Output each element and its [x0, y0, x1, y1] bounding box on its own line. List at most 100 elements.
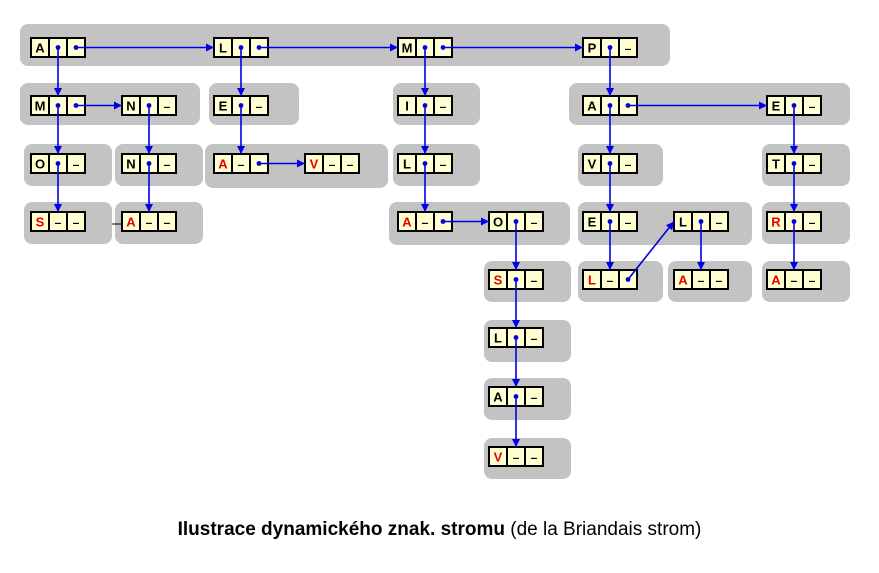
node-letter: S [494, 273, 503, 288]
node-cell [433, 95, 453, 116]
node-letter: N [126, 157, 135, 172]
node-letter: V [588, 157, 597, 172]
arrowhead [512, 439, 520, 447]
null-pointer: – [422, 216, 429, 230]
arrowhead [512, 320, 520, 328]
node-cell [524, 211, 544, 232]
arrowhead [237, 88, 245, 96]
trie-node: A–– [766, 269, 822, 290]
arrowhead [759, 101, 767, 110]
node-cell [157, 211, 177, 232]
null-pointer: – [531, 451, 538, 465]
null-pointer: – [716, 216, 723, 230]
node-cell [433, 153, 453, 174]
null-pointer: – [809, 100, 816, 114]
null-pointer: – [531, 332, 538, 346]
null-pointer: – [809, 158, 816, 172]
node-letter: A [587, 99, 597, 114]
null-pointer: – [716, 274, 723, 288]
node-letter: O [493, 215, 503, 230]
trie-node: E– [213, 95, 269, 116]
node-letter: E [588, 215, 597, 230]
node-cell [524, 327, 544, 348]
node-cell [802, 269, 822, 290]
node-letter: V [310, 157, 319, 172]
node-cell [709, 269, 729, 290]
null-pointer: – [625, 42, 632, 56]
null-pointer: – [347, 158, 354, 172]
arrowhead [512, 379, 520, 387]
null-pointer: – [531, 391, 538, 405]
node-letter: E [772, 99, 781, 114]
null-pointer: – [625, 158, 632, 172]
node-letter: L [679, 215, 687, 230]
node-letter: A [678, 273, 688, 288]
node-letter: T [772, 157, 780, 172]
node-letter: A [218, 157, 228, 172]
arrowhead [421, 146, 429, 154]
node-cell [618, 211, 638, 232]
node-letter: L [403, 157, 411, 172]
node-letter: S [36, 215, 45, 230]
arrowhead [390, 43, 398, 52]
trie-node: A–– [673, 269, 729, 290]
null-pointer: – [791, 274, 798, 288]
level-bands [20, 24, 850, 479]
figure-caption: Ilustrace dynamického znak. stromu (de l… [0, 519, 879, 541]
arrowhead [54, 88, 62, 96]
arrowhead [145, 204, 153, 212]
node-letter: A [493, 390, 503, 405]
trie-node: M [30, 95, 86, 116]
null-pointer: – [329, 158, 336, 172]
arrowhead [606, 262, 614, 270]
arrowhead [512, 262, 520, 270]
level-band [20, 24, 670, 66]
trie-node: L– [582, 269, 638, 290]
arrowhead [481, 217, 489, 226]
null-pointer: – [531, 216, 538, 230]
arrowhead [606, 88, 614, 96]
node-cell [524, 446, 544, 467]
null-pointer: – [55, 216, 62, 230]
null-pointer: – [164, 100, 171, 114]
arrowhead [421, 88, 429, 96]
null-pointer: – [73, 158, 80, 172]
caption-subtitle: (de la Briandais strom) [510, 519, 702, 540]
trie-node: R– [766, 211, 822, 232]
node-cell [524, 386, 544, 407]
node-letter: N [126, 99, 135, 114]
node-cell [802, 211, 822, 232]
null-pointer: – [607, 274, 614, 288]
node-letter: R [771, 215, 781, 230]
null-pointer: – [256, 100, 263, 114]
arrowhead [575, 43, 583, 52]
trie-node: A– [397, 211, 453, 232]
node-letter: E [219, 99, 228, 114]
trie-node: S–– [30, 211, 86, 232]
null-pointer: – [440, 100, 447, 114]
node-cell [157, 95, 177, 116]
node-letter: M [402, 41, 413, 56]
null-pointer: – [625, 216, 632, 230]
arrowhead [297, 159, 305, 168]
node-letter: A [402, 215, 412, 230]
null-pointer: – [164, 158, 171, 172]
node-cell [66, 153, 86, 174]
node-letter: A [771, 273, 781, 288]
pointer-line [627, 221, 675, 280]
arrowhead [697, 262, 705, 270]
null-pointer: – [238, 158, 245, 172]
node-cell [66, 211, 86, 232]
trie-node: E– [582, 211, 638, 232]
node-letter: I [405, 99, 409, 114]
arrowhead [54, 204, 62, 212]
trie-node: V–– [304, 153, 360, 174]
trie-diagram: AMO–S––N–N–A––LE–A–V––MI–L–A–O–S–L–A–V––… [20, 24, 850, 479]
arrowhead [421, 204, 429, 212]
pointer-arrows [54, 43, 798, 447]
node-letter: V [494, 450, 503, 465]
arrowhead [790, 204, 798, 212]
arrowhead [606, 146, 614, 154]
node-cell [618, 37, 638, 58]
arrowhead [206, 43, 214, 52]
